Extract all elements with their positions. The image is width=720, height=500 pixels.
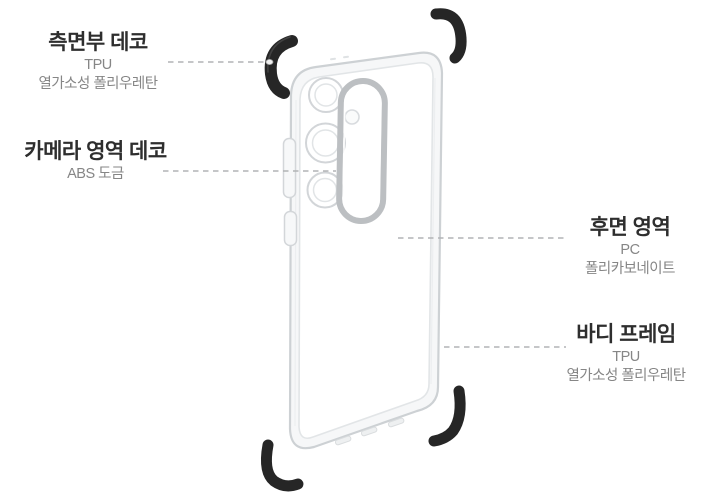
leader-lines xyxy=(163,61,566,348)
corner-bumpers xyxy=(261,8,467,492)
callout-material: ABS 도금 xyxy=(67,166,124,182)
volume-button xyxy=(282,137,297,199)
bumper-highlight-dot xyxy=(265,59,274,66)
callout-material: TPU xyxy=(612,349,640,365)
case-lip-line xyxy=(430,77,436,385)
callout-material: PC xyxy=(620,242,640,258)
callout-material-full: 폴리카보네이트 xyxy=(585,261,675,277)
power-button xyxy=(283,210,298,247)
lens-ring-3 xyxy=(306,171,344,209)
phone-case xyxy=(282,51,444,450)
callout-title: 바디 프레임 xyxy=(576,323,676,346)
top-edge-mark xyxy=(343,55,349,59)
callout-material: TPU xyxy=(84,57,112,73)
corner-bumper-top-right xyxy=(430,8,467,64)
callout-title: 측면부 데코 xyxy=(48,31,148,54)
callout-side-deco: 측면부 데코 TPU 열가소성 폴리우레탄 xyxy=(18,30,178,94)
case-inner-rim xyxy=(298,61,434,440)
corner-bumper-bottom-left xyxy=(261,439,304,492)
camera-deco-ring xyxy=(336,78,388,224)
lens-ring-1-inner xyxy=(314,83,338,107)
camera-lens-cutouts xyxy=(305,77,360,209)
callout-title: 후면 영역 xyxy=(589,216,671,239)
corner-bumper-top-left xyxy=(264,35,298,99)
callout-title: 카메라 영역 데코 xyxy=(24,140,167,163)
callout-body-frame: 바디 프레임 TPU 열가소성 폴리우레탄 xyxy=(546,322,706,386)
callout-camera-deco: 카메라 영역 데코 ABS 도금 xyxy=(8,139,183,184)
callout-material-full: 열가소성 폴리우레탄 xyxy=(566,368,686,384)
flash-hole xyxy=(344,109,360,125)
callout-material-full: 열가소성 폴리우레탄 xyxy=(38,76,158,92)
lens-ring-2 xyxy=(305,122,346,164)
bumper-sheen-top-left xyxy=(267,36,291,73)
top-edge-mark xyxy=(330,57,336,61)
corner-bumper-bottom-right xyxy=(428,385,466,447)
callout-rear-area: 후면 영역 PC 폴리카보네이트 xyxy=(552,215,708,279)
bottom-port-cutouts xyxy=(334,417,405,446)
